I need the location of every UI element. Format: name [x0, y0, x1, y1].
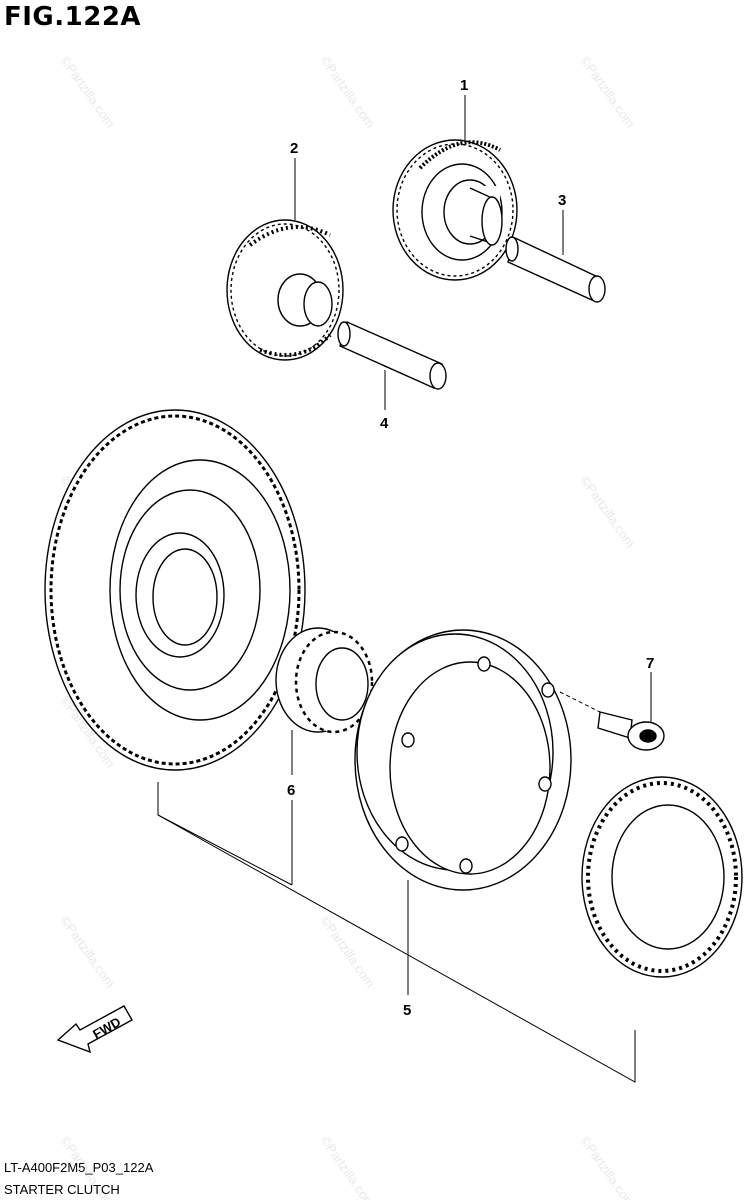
- callout-1[interactable]: 1: [460, 77, 468, 94]
- watermark: ©Partzilla.com: [318, 913, 378, 990]
- callout-4[interactable]: 4: [380, 415, 389, 432]
- leader-lines: [157, 95, 652, 1083]
- watermark: ©Partzilla.com: [58, 53, 118, 130]
- figure-name: STARTER CLUTCH: [4, 1182, 120, 1197]
- part-1-idle-gear[interactable]: [392, 139, 518, 281]
- callout-6[interactable]: 6: [287, 782, 295, 799]
- watermark: ©Partzilla.com: [318, 53, 378, 130]
- watermark: ©Partzilla.com: [578, 1133, 638, 1200]
- watermark: ©Partzilla.com: [578, 53, 638, 130]
- figure-code: LT-A400F2M5_P03_122A: [4, 1160, 154, 1175]
- callout-5[interactable]: 5: [403, 1002, 411, 1019]
- part-7-bolt[interactable]: [597, 711, 665, 751]
- part-3-shaft[interactable]: [505, 236, 606, 303]
- part-5-clutch-housing[interactable]: [354, 629, 572, 891]
- callout-3[interactable]: 3: [558, 192, 566, 209]
- part-4-shaft[interactable]: [337, 321, 447, 390]
- watermark: ©Partzilla.com: [578, 473, 638, 550]
- callout-7[interactable]: 7: [646, 655, 654, 672]
- part-2-gear[interactable]: [226, 219, 344, 361]
- watermark: ©Partzilla.com: [318, 1133, 378, 1200]
- fwd-arrow: FWD: [56, 1005, 133, 1054]
- starter-driven-gear[interactable]: [44, 409, 306, 771]
- part-6-needle-bearing[interactable]: [275, 627, 374, 734]
- callout-labels: 1 2 3 4 5 6 7: [287, 77, 654, 1019]
- one-way-clutch[interactable]: [581, 776, 743, 978]
- callout-2[interactable]: 2: [290, 140, 298, 157]
- figure-title: FIG.122A: [4, 2, 142, 32]
- watermark: ©Partzilla.com: [58, 913, 118, 990]
